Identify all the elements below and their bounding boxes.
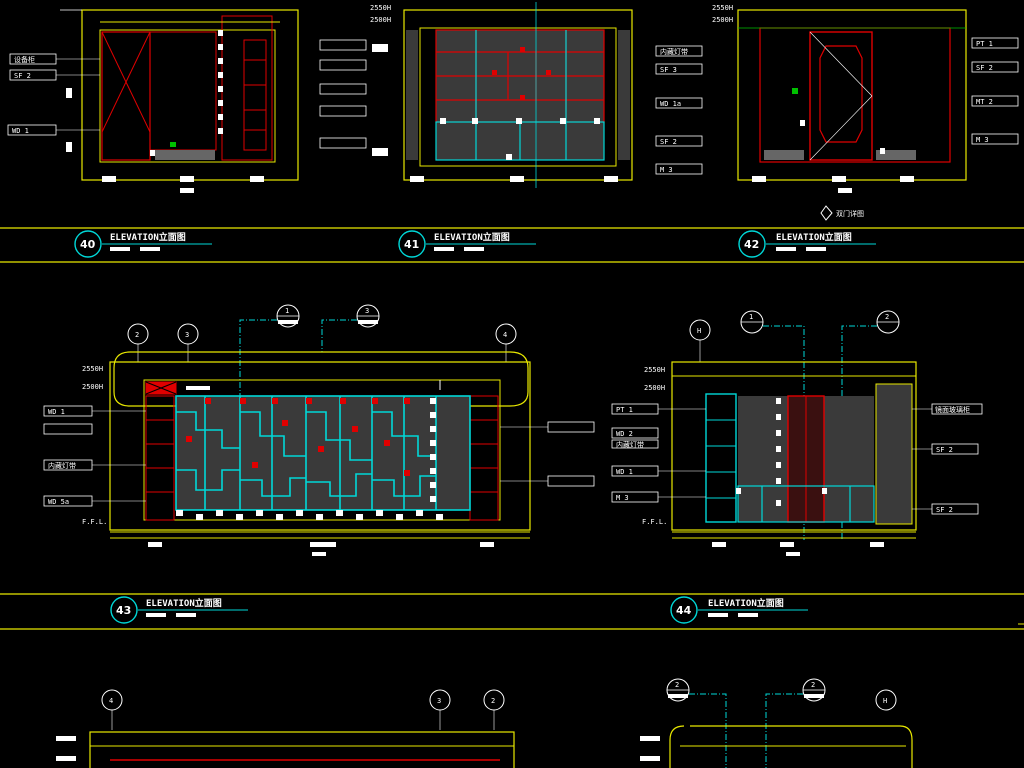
title-41: 41 ELEVATION立面图 [398,230,536,258]
tag-43-lightstrip: 内藏灯带 [48,461,76,470]
ffl-43: F.F.L. [82,518,107,526]
title-40-circle [74,230,102,258]
tag-43-wd1: WD 1 [48,408,65,416]
grid-lower-2: 2 [491,697,495,705]
tag-40-wd1: WD 1 [12,127,29,135]
height-43-a: 2550H [82,365,103,373]
elevation-42-drawing: 2550H 2500H 双门详图 [712,4,967,221]
height-42-b: 2500H [712,16,733,24]
title-40: 40 ELEVATION立面图 [74,230,212,258]
elevation-40-tags: 设备柜 SF 2 WD 1 [7,53,100,136]
grid-43-3: 3 [185,331,189,339]
tag-44-wd2: WD 2 [616,430,633,438]
lower-right-elevation: 2 2 H [640,678,913,768]
elevation-44-drawing: 2550H 2500H F.F.L. [642,361,917,556]
elevation-44-right-tags: 镜面玻璃柜 SF 2 SF 2 [912,403,983,515]
title-42-number: 42 [744,238,759,251]
tag-42-m3: M 3 [660,166,673,174]
section-44-2: 2 [885,313,889,321]
grid-43-4: 4 [503,331,507,339]
height-42-a: 2550H [712,4,733,12]
tag-44-sf2-b: SF 2 [936,506,953,514]
tag-44-wd1: WD 1 [616,468,633,476]
section-44-1: 1 [749,313,753,321]
title-40-number: 40 [80,238,96,251]
grid-44-h: H [697,327,701,335]
title-43-text: ELEVATION立面图 [146,597,222,609]
height-44-b: 2500H [644,384,665,392]
tag-42-sf2: SF 2 [660,138,677,146]
elevation-40-drawing [60,9,299,193]
section-43-1: 1 [285,307,289,315]
elevation-42-left-tags: 内藏灯带 SF 3 WD 1a SF 2 M 3 [655,45,703,175]
elevation-43-right-tags [500,421,595,487]
section-lower-2b: 2 [811,681,815,689]
tag-43-wd5a: WD 5a [48,498,69,506]
title-43-circle [110,596,138,624]
tag-42-sf2-right: SF 2 [976,64,993,72]
title-41-number: 41 [404,238,419,251]
tag-42-lightstrip: 内藏灯带 [660,47,688,56]
title-44-text: ELEVATION立面图 [708,597,784,609]
title-40-text: ELEVATION立面图 [110,231,186,243]
title-41-text: ELEVATION立面图 [434,231,510,243]
grid-lower-4: 4 [109,697,113,705]
elevation-43-light-dots [176,398,443,520]
elevation-42-right-tags: PT 1 SF 2 MT 2 M 3 [971,37,1019,145]
section-lower-2a: 2 [675,681,679,689]
section-43-3: 3 [365,307,369,315]
title-41-circle [398,230,426,258]
tag-40-cabinet: 设备柜 [14,55,35,64]
note-42-double-door: 双门详图 [836,209,864,218]
height-41-a: 2550H [370,4,391,12]
title-44: 44 ELEVATION立面图 [670,596,808,624]
tag-42-pt1: PT 1 [976,40,993,48]
tag-44-pt1: PT 1 [616,406,633,414]
lower-left-elevation: 4 3 2 [56,689,515,768]
title-42-text: ELEVATION立面图 [776,231,852,243]
height-43-b: 2500H [82,383,103,391]
elevation-41-right-tags [319,39,367,149]
title-43-number: 43 [116,604,131,617]
tag-42-mt2: MT 2 [976,98,993,106]
grid-lower-3: 3 [437,697,441,705]
tag-42-sf3: SF 3 [660,66,677,74]
elevation-43-drawing: 2550H 2500H F.F.L. [82,351,531,556]
elevation-43-markers: 2 3 4 1 3 [127,304,517,404]
tag-42-wd1a: WD 1a [660,100,681,108]
tag-44-sf2-a: SF 2 [936,446,953,454]
title-44-number: 44 [676,604,692,617]
tag-40-sf2: SF 2 [14,72,31,80]
grid-lower-h: H [883,697,887,705]
elevation-44-left-tags: PT 1 WD 2 内藏灯带 WD 1 M 3 [611,403,706,503]
tag-42-m3-right: M 3 [976,136,989,144]
height-44-a: 2550H [644,366,665,374]
title-42-circle [738,230,766,258]
tag-44-m3: M 3 [616,494,629,502]
title-44-circle [670,596,698,624]
tag-44-lightstrip: 内藏灯带 [616,440,644,449]
ffl-44: F.F.L. [642,518,667,526]
height-41-b: 2500H [370,16,391,24]
title-42: 42 ELEVATION立面图 [738,230,876,258]
title-43: 43 ELEVATION立面图 [110,596,248,624]
elevation-41-drawing: 2550H 2500H [319,2,633,188]
elevation-43-left-tags: WD 1 内藏灯带 WD 5a [43,405,146,507]
grid-43-2: 2 [135,331,139,339]
tag-44-mirror-cabinet: 镜面玻璃柜 [935,405,970,414]
